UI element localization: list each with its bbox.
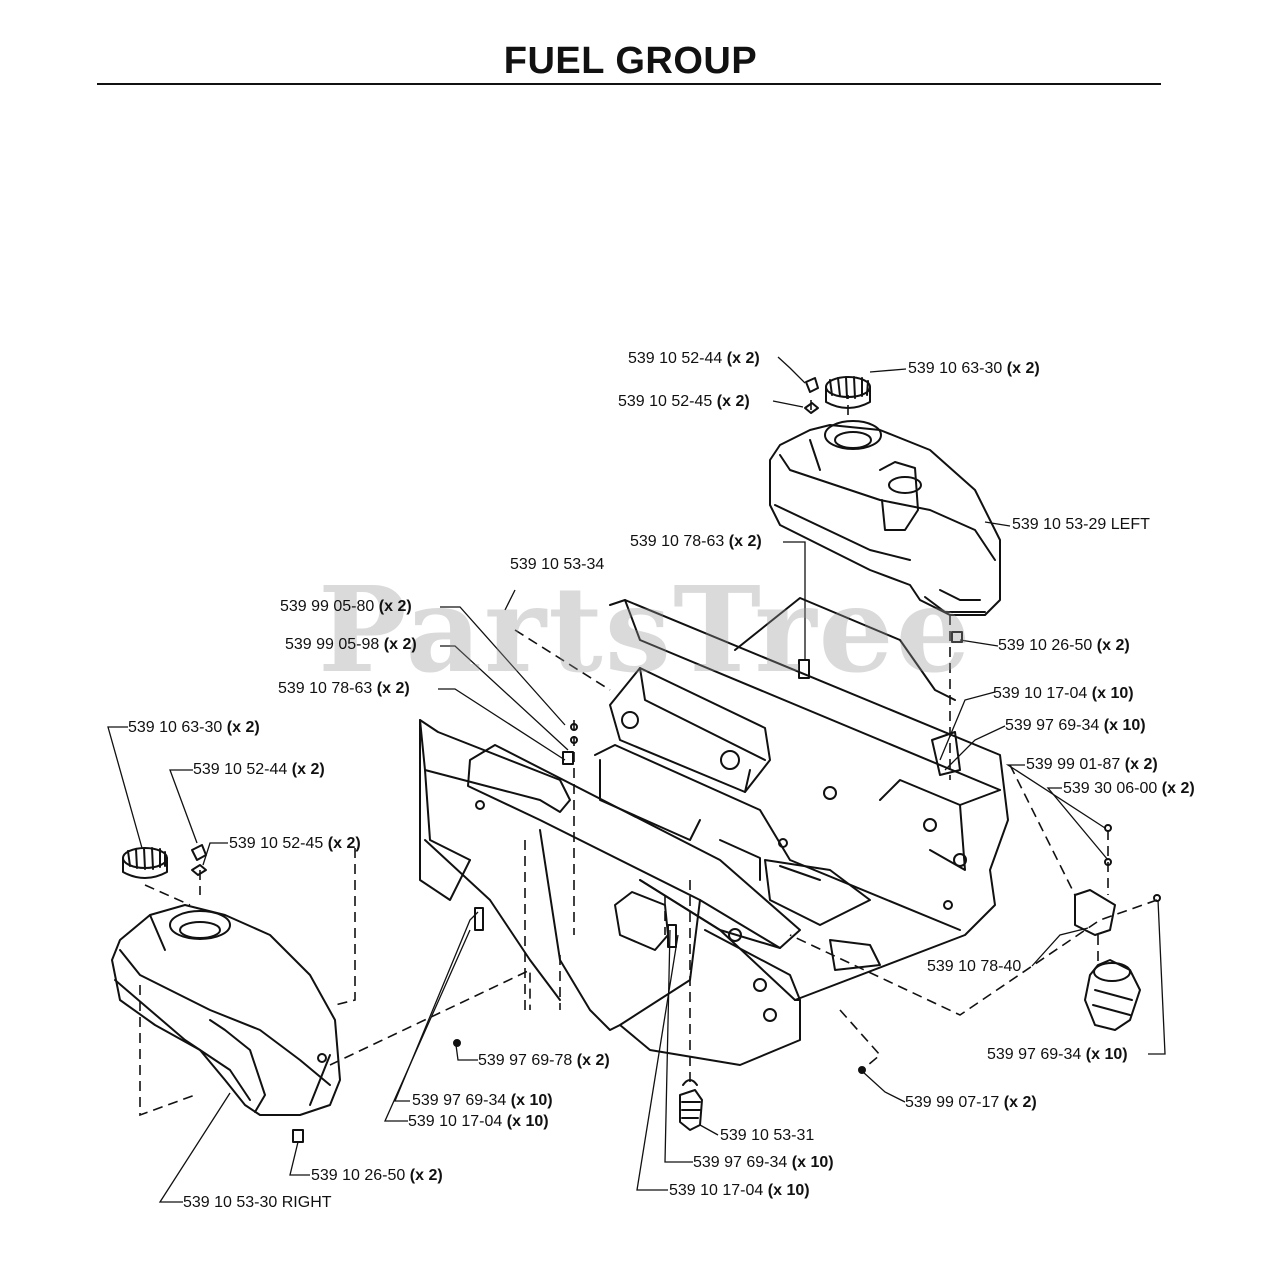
callout-tank-clip-lower: 539 10 26-50 (x 2) (311, 1167, 443, 1184)
clip-lower-drawing (191, 844, 207, 876)
callout-hose-clamp: 539 97 69-78 (x 2) (478, 1052, 610, 1069)
callout-bolt-a: 539 99 05-80 (x 2) (280, 598, 412, 615)
callout-left-fuel-tank: 539 10 53-29 LEFT (1012, 516, 1150, 533)
callout-nut-right: 539 30 06-00 (x 2) (1063, 780, 1195, 797)
callout-washer-a: 539 99 05-98 (x 2) (285, 636, 417, 653)
callout-seal-lower: 539 10 52-45 (x 2) (229, 835, 361, 852)
callout-hose-filter: 539 97 69-34 (x 10) (987, 1046, 1128, 1063)
callout-fitting: 539 10 53-31 (720, 1127, 815, 1144)
callout-fuel-cap-lower: 539 10 63-30 (x 2) (128, 719, 260, 736)
diagram-title: FUEL GROUP (503, 40, 758, 82)
callout-clip-upper: 539 10 52-44 (x 2) (628, 350, 760, 367)
callout-decal: 539 10 53-34 (510, 556, 605, 573)
callout-bracket-left: 539 10 78-63 (x 2) (278, 680, 410, 697)
parts-tree-watermark: PartsTree (318, 560, 973, 699)
callout-hose-lower-b: 539 97 69-34 (x 10) (693, 1154, 834, 1171)
callout-right-fuel-tank: 539 10 53-30 RIGHT (183, 1194, 332, 1211)
callout-fastener-bottom: 539 99 07-17 (x 2) (905, 1094, 1037, 1111)
right-fuel-tank-drawing (111, 904, 341, 1116)
callout-hose-upper: 539 97 69-34 (x 10) (1005, 717, 1146, 734)
clip-upper-drawing (804, 377, 819, 414)
callout-clamp-lower-a: 539 10 17-04 (x 10) (408, 1113, 549, 1130)
fuel-cap-upper-drawing (825, 376, 871, 409)
fuel-cap-lower-drawing (122, 847, 168, 879)
callout-clamp-upper: 539 10 17-04 (x 10) (993, 685, 1134, 702)
left-fuel-tank-drawing (769, 420, 1001, 616)
callout-filter-bracket: 539 10 78-40 (927, 958, 1022, 975)
callout-clip-lower: 539 10 52-44 (x 2) (193, 761, 325, 778)
callout-fuel-cap-upper: 539 10 63-30 (x 2) (908, 360, 1040, 377)
fuel-filter-drawing (1074, 889, 1141, 1031)
callout-tank-clip-upper: 539 10 26-50 (x 2) (998, 637, 1130, 654)
callout-screw-right: 539 99 01-87 (x 2) (1026, 756, 1158, 773)
callout-seal-upper: 539 10 52-45 (x 2) (618, 393, 750, 410)
callout-clamp-lower-b: 539 10 17-04 (x 10) (669, 1182, 810, 1199)
callout-hose-lower-a: 539 97 69-34 (x 10) (412, 1092, 553, 1109)
fuel-fitting-drawing (679, 1079, 703, 1131)
callout-bracket-center: 539 10 78-63 (x 2) (630, 533, 762, 550)
title-rule (97, 83, 1161, 85)
